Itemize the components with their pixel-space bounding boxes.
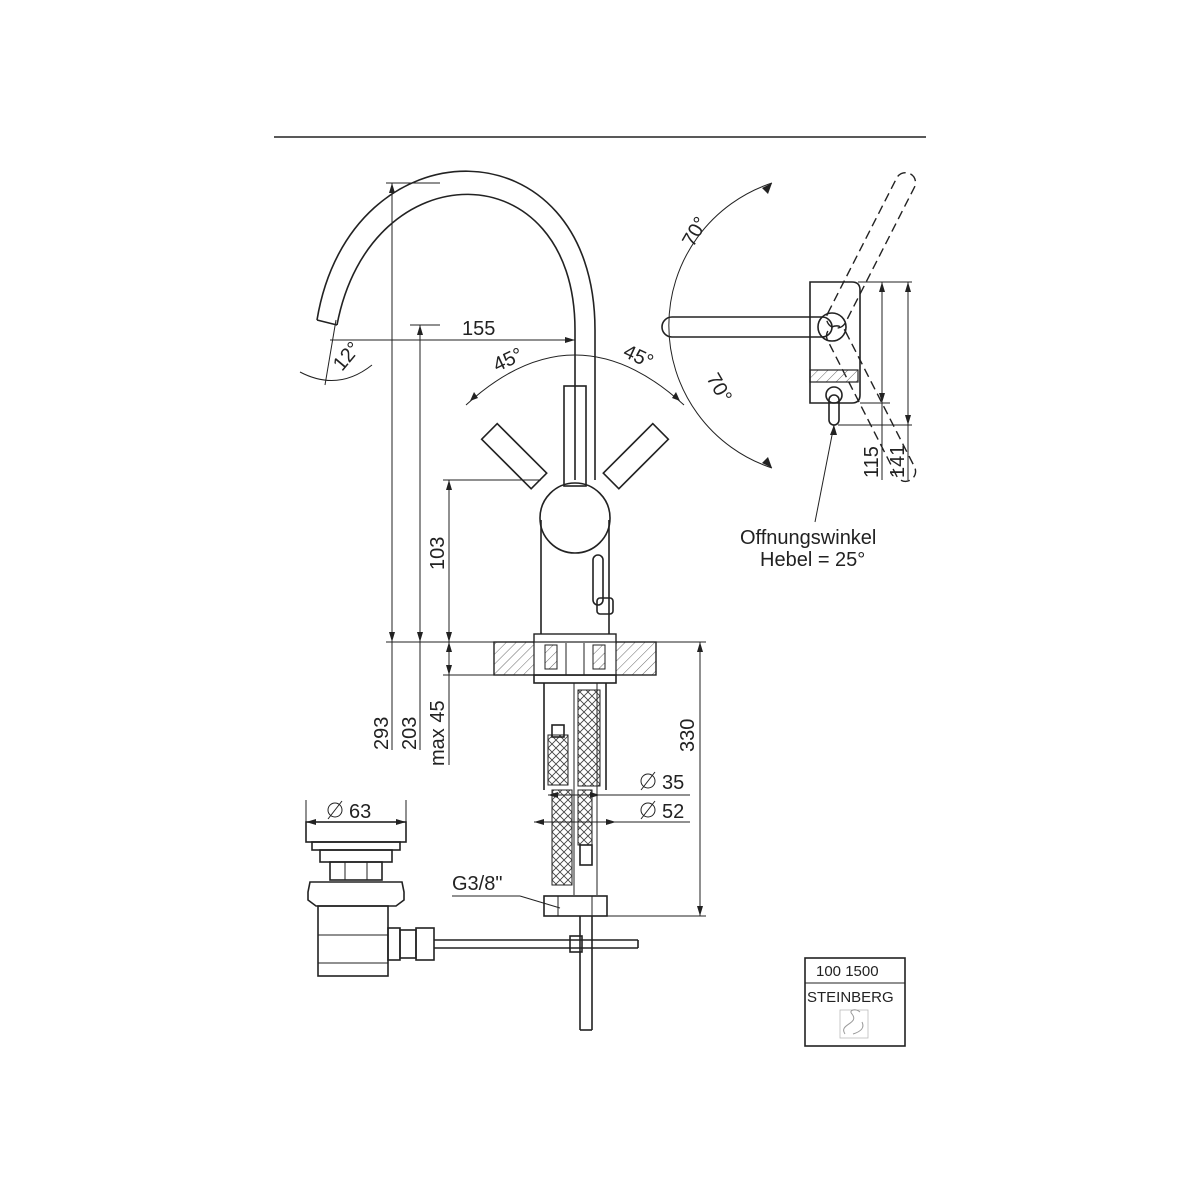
dim-top-angle: 70° — [678, 213, 712, 250]
steinberg-logo-icon — [839, 1009, 869, 1039]
opening-note-line2: Hebel = 25° — [760, 549, 865, 571]
opening-note-line1: Offnungswinkel — [740, 527, 876, 549]
spout — [316, 170, 596, 480]
deck-section — [493, 633, 657, 684]
dim-141: 141 — [887, 445, 909, 478]
dim-lever-right-angle: 45° — [620, 341, 657, 374]
dim-155: 155 — [462, 318, 495, 340]
dim-thread: G3/8" — [452, 873, 502, 895]
dim-max-45: max 45 — [427, 700, 449, 766]
dim-330: 330 — [677, 719, 699, 752]
dim-103: 103 — [427, 537, 449, 570]
dim-diameter-63: 63 — [327, 800, 371, 823]
supply-hoses — [543, 683, 608, 917]
dim-115: 115 — [861, 446, 883, 478]
top-view — [661, 171, 917, 523]
title-box: 100 1500 STEINBERG — [804, 957, 906, 1047]
dim-35-value: 35 — [662, 772, 684, 794]
lever-upright — [563, 385, 587, 487]
dim-52-value: 52 — [662, 801, 684, 823]
dim-spout-angle: 12° — [329, 338, 365, 375]
brand-name: STEINBERG — [807, 989, 894, 1006]
lever-right-position — [602, 422, 670, 490]
article-number: 100 1500 — [816, 963, 879, 980]
waste-drain — [305, 821, 639, 1031]
dim-diameter-52: 52 — [640, 800, 684, 823]
dim-diameter-35: 35 — [640, 771, 684, 794]
dimension-lines — [299, 182, 706, 917]
dim-293: 293 — [371, 717, 393, 750]
dim-203: 203 — [399, 717, 421, 750]
dim-bottom-angle: 70° — [702, 370, 736, 407]
faucet-body — [539, 482, 614, 634]
dim-63-value: 63 — [349, 801, 371, 823]
dim-lever-left-angle: 45° — [490, 344, 527, 377]
lever-left-position — [480, 422, 548, 490]
